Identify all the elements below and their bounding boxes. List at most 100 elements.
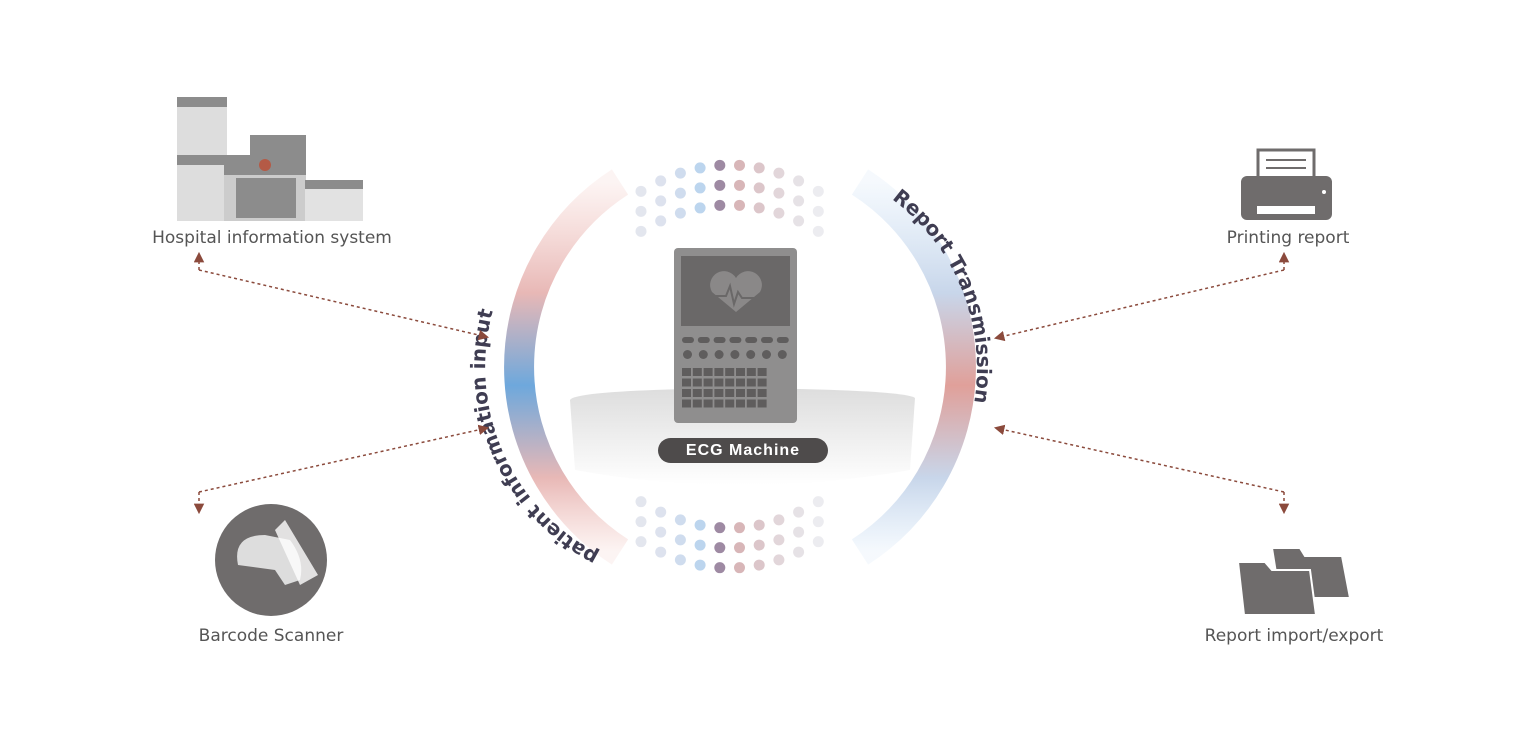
key	[703, 368, 713, 376]
ring-dot	[734, 199, 745, 211]
key	[682, 337, 694, 343]
key	[714, 399, 724, 408]
ring-dot	[655, 546, 667, 558]
ring-dot	[773, 534, 785, 546]
ring-dot	[753, 559, 765, 571]
key	[698, 350, 708, 359]
ecg-machine-icon	[674, 248, 797, 423]
key	[683, 350, 692, 359]
hospital-icon	[177, 97, 363, 221]
ring-dot	[714, 199, 726, 211]
ring-dot	[812, 536, 824, 548]
ring-dot	[694, 202, 706, 214]
ring-dot	[635, 205, 647, 217]
key	[736, 378, 745, 387]
ring-dot	[753, 182, 765, 194]
ring-dot	[674, 554, 686, 566]
key	[682, 378, 691, 387]
ring-dot	[793, 526, 805, 538]
key	[692, 389, 702, 397]
key	[725, 389, 735, 397]
report-import-export-label: Report import/export	[1204, 626, 1384, 646]
ring-dot	[714, 562, 726, 574]
key	[682, 389, 691, 397]
ecg-machine-label: ECG Machine	[658, 438, 828, 463]
platform	[570, 388, 915, 485]
key	[703, 389, 713, 397]
ring-dot	[734, 542, 745, 554]
ring-dot	[753, 202, 765, 214]
ring-dot	[734, 179, 745, 191]
key	[730, 350, 740, 359]
right-ring-arc	[851, 169, 976, 565]
ring-dot	[674, 534, 686, 546]
ring-dot	[793, 506, 805, 518]
key	[692, 378, 702, 387]
key	[725, 399, 735, 408]
ring-dot	[734, 562, 745, 574]
dot-pattern	[635, 159, 824, 574]
key	[761, 337, 773, 343]
key	[703, 399, 713, 408]
key	[746, 368, 756, 376]
key	[777, 350, 787, 359]
arrow-scanner-to-ecg	[198, 424, 490, 493]
ring-dot	[773, 554, 785, 566]
ring-dot	[812, 496, 824, 508]
ring-dot	[812, 205, 824, 217]
ring-dot	[694, 539, 706, 551]
ring-dot	[812, 185, 824, 197]
ring-dot	[674, 187, 686, 199]
key	[746, 399, 756, 408]
key	[729, 337, 742, 343]
key	[682, 368, 691, 376]
key	[714, 350, 724, 359]
ring-dot	[714, 542, 726, 554]
key	[757, 399, 767, 408]
ring-dot	[635, 516, 647, 528]
ring-dot	[793, 546, 805, 558]
key	[757, 378, 767, 387]
ring-dot	[793, 195, 805, 207]
ring-dot	[655, 506, 667, 518]
ring-dot	[694, 182, 706, 194]
barcode-scanner-label: Barcode Scanner	[198, 626, 344, 646]
ring-dot	[714, 179, 726, 191]
ring-dot	[655, 215, 667, 227]
ring-dot	[655, 526, 667, 538]
printer-icon	[1241, 148, 1332, 220]
key	[736, 399, 745, 408]
ring-dot	[812, 225, 824, 237]
key	[725, 378, 735, 387]
ring-dot	[694, 162, 706, 174]
key	[746, 378, 756, 387]
ring-dot	[793, 175, 805, 187]
ring-dot	[773, 514, 785, 526]
left-ring-arc	[504, 169, 629, 565]
arrow-folder-to-ecg	[993, 424, 1285, 493]
ring-dot	[674, 167, 686, 179]
printing-report-label: Printing report	[1226, 228, 1350, 248]
key	[714, 389, 724, 397]
ring-dot	[793, 215, 805, 227]
key	[692, 399, 702, 408]
ring-dot	[714, 159, 726, 171]
arrow-hospital-to-ecg	[198, 269, 490, 341]
key	[703, 378, 713, 387]
key	[714, 378, 724, 387]
ring-dot	[635, 496, 647, 508]
ring-dot	[714, 522, 726, 534]
key	[746, 350, 756, 359]
ring-dot	[635, 225, 647, 237]
ring-dot	[674, 207, 686, 219]
ring-dot	[694, 519, 706, 531]
ring-dot	[773, 187, 785, 199]
key	[745, 337, 758, 343]
key	[746, 389, 756, 397]
key	[762, 350, 771, 359]
key	[692, 368, 702, 376]
ring-dot	[773, 207, 785, 219]
key	[736, 389, 745, 397]
hospital-label: Hospital information system	[152, 228, 392, 248]
